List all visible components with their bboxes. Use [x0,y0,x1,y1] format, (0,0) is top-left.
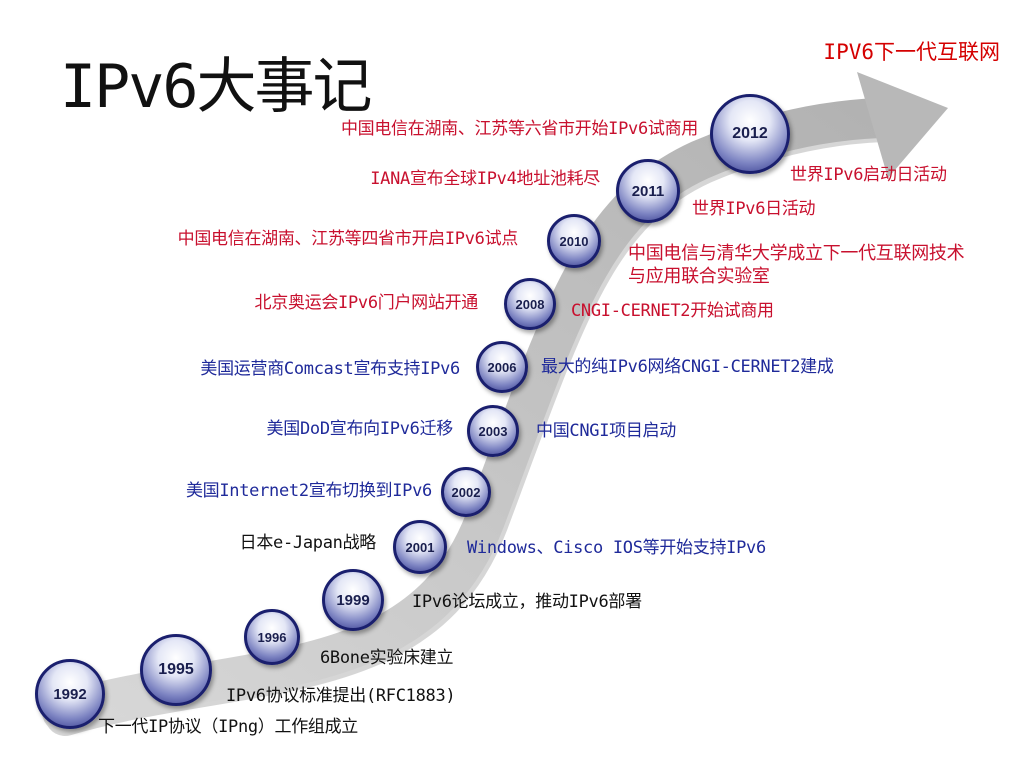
year-node-2003: 2003 [467,405,519,457]
timeline-event-2006-2: 最大的纯IPv6网络CNGI-CERNET2建成 [541,357,834,377]
year-label: 2012 [732,125,768,142]
year-node-ring [467,405,519,457]
timeline-event-2011-2: 世界IPv6日活动 [692,199,816,219]
year-node-ring [393,520,447,574]
year-node-ring [504,278,556,330]
year-node-1996: 1996 [244,609,300,665]
timeline-event-2001-1: 日本e-Japan战略 [239,533,377,553]
year-label: 2003 [478,423,508,439]
timeline-event-2006-1: 美国运营商Comcast宣布支持IPv6 [200,359,460,379]
timeline-event-1995-1: IPv6协议标准提出(RFC1883) [226,686,456,706]
year-node-ring [244,609,300,665]
year-label: 1995 [158,661,194,678]
year-label: 2011 [631,182,665,200]
year-node-1992: 1992 [35,659,105,729]
year-node-ring [322,569,384,631]
year-node-2006: 2006 [476,341,528,393]
timeline-event-1999-1: IPv6论坛成立，推动IPv6部署 [412,592,642,612]
year-node-ring [140,634,212,706]
year-node-ring [35,659,105,729]
timeline-event-1992-1: 下一代IP协议（IPng）工作组成立 [98,717,359,737]
year-node-1995: 1995 [140,634,212,706]
timeline-event-2010-2: 中国电信与清华大学成立下一代互联网技术与应用联合实验室 [628,243,965,287]
year-node-2010: 2010 [547,214,601,268]
year-label: 2010 [559,233,589,249]
timeline-arrow-head [857,72,948,178]
timeline-event-2012-2: 世界IPv6启动日活动 [790,165,947,185]
timeline-event-2010-1: 中国电信在湖南、江苏等四省市开启IPv6试点 [177,229,519,249]
year-node-1999: 1999 [322,569,384,631]
timeline-event-2003-1: 美国DoD宣布向IPv6迁移 [266,419,454,439]
year-node-2011: 2011 [616,159,680,223]
timeline-event-2012-1: 中国电信在湖南、江苏等六省市开始IPv6试商用 [340,119,698,139]
page-title: IPv6大事记 [60,52,372,122]
timeline-event-2008-2: CNGI-CERNET2开始试商用 [571,301,774,321]
year-node-ring [476,341,528,393]
year-node-ring [547,214,601,268]
timeline-event-2011-1: IANA宣布全球IPv4地址池耗尽 [370,169,600,189]
year-label: 2001 [405,539,435,555]
year-label: 1992 [53,685,87,703]
year-label: 2008 [515,296,545,312]
timeline-event-2008-1: 北京奥运会IPv6门户网站开通 [254,293,479,313]
timeline-event-2002-1: 美国Internet2宣布切换到IPv6 [185,481,432,501]
year-node-2002: 2002 [441,467,491,517]
page-subtitle: IPV6下一代互联网 [823,40,1000,64]
year-node-2001: 2001 [393,520,447,574]
year-node-2012: 2012 [710,94,790,174]
year-label: 1999 [336,591,370,609]
year-node-2008: 2008 [504,278,556,330]
year-label: 1996 [257,629,287,645]
year-node-ring [710,94,790,174]
year-node-ring [616,159,680,223]
timeline-event-1996-1: 6Bone实验床建立 [320,648,454,668]
timeline-event-2001-2: Windows、Cisco IOS等开始支持IPv6 [467,538,766,558]
timeline-event-2003-2: 中国CNGI项目启动 [536,421,676,441]
year-label: 2006 [487,359,517,375]
year-label: 2002 [451,484,481,500]
year-node-ring [441,467,491,517]
